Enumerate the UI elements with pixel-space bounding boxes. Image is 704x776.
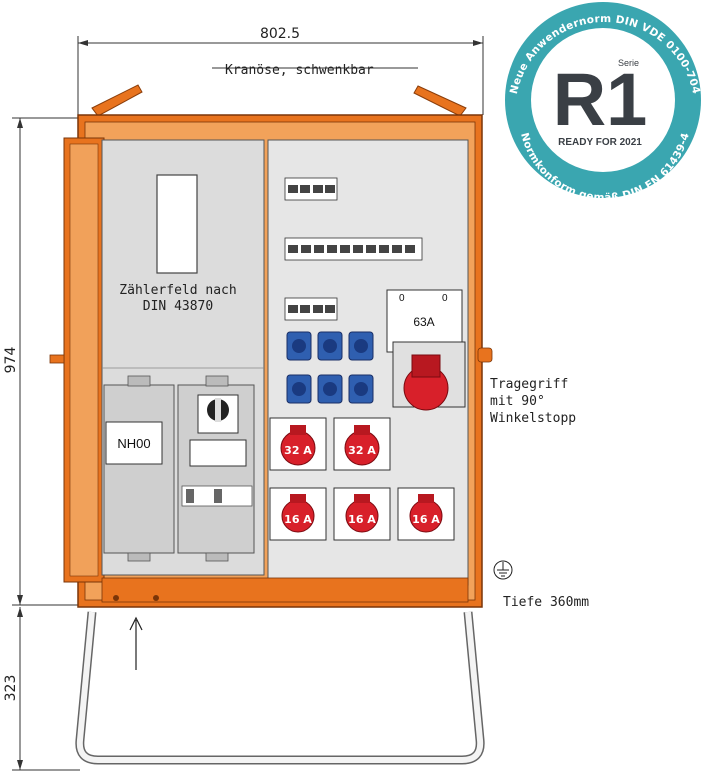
distribution-panel: 0 0 63A 32 A 32 A 16 A bbox=[267, 139, 469, 586]
bottom-strip bbox=[101, 577, 469, 603]
leg-dimension: 323 bbox=[3, 607, 80, 771]
cee-socket-1: 32 A bbox=[269, 417, 327, 471]
handle-line1: Tragegriff bbox=[490, 377, 568, 392]
cee-socket-5: 16 A bbox=[397, 487, 455, 541]
height-value: 974 bbox=[3, 347, 19, 374]
breaker-row-2 bbox=[284, 237, 423, 261]
cee-socket-2: 32 A bbox=[333, 417, 391, 471]
main-switch: 0 0 63A bbox=[386, 289, 466, 411]
badge-series: R1 bbox=[553, 58, 648, 141]
stand-legs bbox=[75, 611, 485, 765]
handle-note: Tragegriff mit 90° Winkelstopp bbox=[490, 377, 576, 426]
height-dimension: 974 bbox=[3, 117, 80, 606]
lifting-eye-label: Kranöse, schwenkbar bbox=[225, 63, 374, 78]
fuse-label: NH00 bbox=[117, 436, 150, 451]
r1-badge: Neue Anwendernorm DIN VDE 0100-704 Normk… bbox=[505, 2, 702, 204]
cee-socket-3: 16 A bbox=[269, 487, 327, 541]
cee-rating-2: 32 A bbox=[348, 444, 376, 457]
breaker-row-3 bbox=[284, 297, 338, 321]
main-switch-rating: 63A bbox=[413, 315, 434, 329]
leg-height-value: 323 bbox=[3, 675, 19, 702]
meter-panel: Zählerfeld nach DIN 43870 NH00 bbox=[101, 139, 265, 576]
schuko-sockets bbox=[286, 331, 374, 404]
lifting-eyes: Kranöse, schwenkbar bbox=[91, 63, 467, 117]
cee-socket-4: 16 A bbox=[333, 487, 391, 541]
breaker-row-1 bbox=[284, 177, 338, 201]
depth-label: Tiefe 360mm bbox=[503, 595, 589, 610]
handle-line2: mit 90° bbox=[490, 394, 545, 409]
switch-mark-left: 0 bbox=[399, 293, 405, 304]
entry-arrow bbox=[129, 616, 143, 670]
cee-rating-3: 16 A bbox=[284, 513, 312, 526]
meter-field-line1: Zählerfeld nach bbox=[119, 283, 236, 298]
cee-rating-5: 16 A bbox=[412, 513, 440, 526]
switch-mark-right: 0 bbox=[442, 293, 448, 304]
handle-line3: Winkelstopp bbox=[490, 411, 576, 426]
badge-series-word: Serie bbox=[618, 58, 639, 68]
cee-rating-4: 16 A bbox=[348, 513, 376, 526]
width-value: 802.5 bbox=[260, 26, 300, 42]
meter-field-line2: DIN 43870 bbox=[143, 299, 213, 314]
earth-icon bbox=[493, 560, 513, 580]
width-dimension: 802.5 bbox=[77, 26, 484, 115]
badge-ready: READY FOR 2021 bbox=[558, 137, 642, 148]
cee-rating-1: 32 A bbox=[284, 444, 312, 457]
